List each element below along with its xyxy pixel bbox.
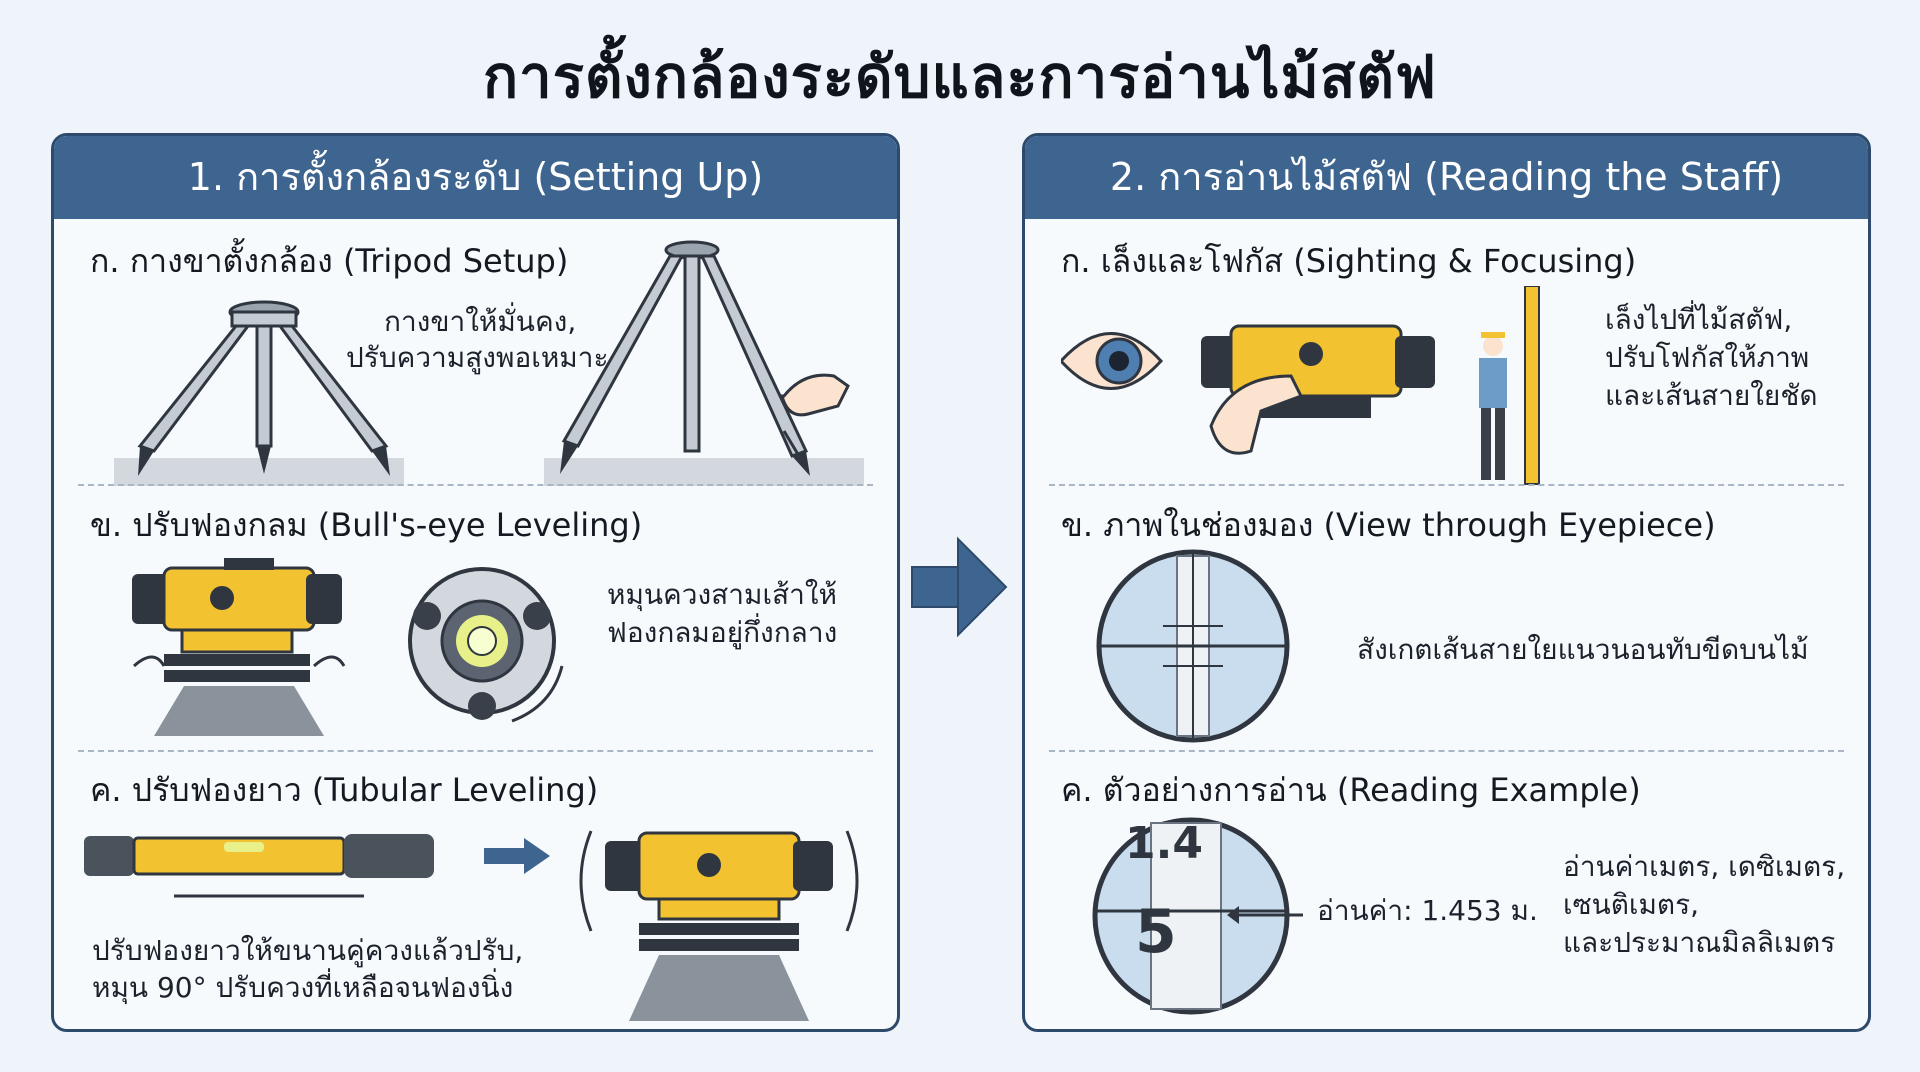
circular-bubble-icon — [408, 567, 564, 723]
sighting-desc-3: และเส้นสายใยชัด — [1605, 379, 1818, 412]
bulls-eye-desc-2: ฟองกลมอยู่กึ่งกลาง — [607, 616, 838, 649]
setting-up-header: 1. การตั้งกล้องระดับ (Setting Up) — [54, 136, 897, 219]
page-title: การตั้งกล้องระดับและการอ่านไม้สตัฟ — [483, 43, 1437, 111]
eyepiece-view-icon — [1096, 549, 1290, 743]
staff-label-bottom: 5 — [1135, 897, 1177, 967]
arrow-right-icon — [484, 838, 550, 874]
tubular-desc-1: ปรับฟองยาวให้ขนานคู่ควงแล้วปรับ, — [92, 934, 524, 967]
reading-example-title: ค. ตัวอย่างการอ่าน (Reading Example) — [1061, 771, 1641, 809]
reading-desc-2: เซนติเมตร, — [1563, 888, 1700, 921]
sighting-icon — [1061, 324, 1435, 455]
reading-desc-3: และประมาณมิลลิเมตร — [1563, 926, 1836, 959]
reading-desc-1: อ่านค่าเมตร, เดซิเมตร, — [1563, 850, 1846, 883]
tripod-spread-icon — [544, 240, 864, 486]
bulls-eye-leveling-title: ข. ปรับฟองกลม (Bull's-eye Leveling) — [90, 506, 643, 544]
divider — [1049, 750, 1844, 752]
sighting-desc-1: เล็งไปที่ไม้สตัฟ, — [1605, 303, 1793, 336]
tubular-leveling-title: ค. ปรับฟองยาว (Tubular Leveling) — [90, 771, 599, 809]
eyepiece-view-title: ข. ภาพในช่องมอง (View through Eyepiece) — [1061, 506, 1716, 544]
reading-value: อ่านค่า: 1.453 ม. — [1317, 894, 1538, 927]
setting-up-panel: 1. การตั้งกล้องระดับ (Setting Up) ก. กาง… — [51, 133, 900, 1032]
level-instrument-icon — [132, 558, 346, 736]
staff-man-icon — [1479, 286, 1540, 485]
bulls-eye-desc-1: หมุนควงสามเส้าให้ — [607, 578, 837, 611]
eyepiece-desc: สังเกตเส้นสายใยแนวนอนทับขีดบนไม้ — [1357, 633, 1809, 666]
staff-label-top: 1.4 — [1125, 818, 1203, 869]
divider — [78, 750, 873, 752]
pointer-arrow-icon — [1227, 906, 1303, 924]
divider — [78, 484, 873, 486]
sighting-focusing-title: ก. เล็งและโฟกัส (Sighting & Focusing) — [1061, 242, 1637, 280]
reading-staff-panel: 2. การอ่านไม้สตัฟ (Reading the Staff) ก.… — [1022, 133, 1871, 1032]
rotated-level-icon — [579, 830, 859, 1021]
tripod-setup-desc-2: ปรับความสูงพอเหมาะ — [346, 341, 609, 374]
divider — [1049, 484, 1844, 486]
tripod-setup-desc-1: กางขาให้มั่นคง, — [384, 305, 577, 338]
tubular-desc-2: หมุน 90° ปรับควงที่เหลือจนฟองนิ่ง — [92, 971, 514, 1004]
tripod-icon — [114, 300, 404, 486]
reading-staff-header: 2. การอ่านไม้สตัฟ (Reading the Staff) — [1025, 136, 1868, 219]
tubular-vial-icon — [84, 834, 434, 898]
next-arrow-icon — [911, 536, 1008, 638]
sighting-desc-2: ปรับโฟกัสให้ภาพ — [1605, 341, 1810, 374]
tripod-setup-title: ก. กางขาตั้งกล้อง (Tripod Setup) — [90, 242, 569, 280]
staff-reading-icon — [1092, 817, 1290, 1015]
